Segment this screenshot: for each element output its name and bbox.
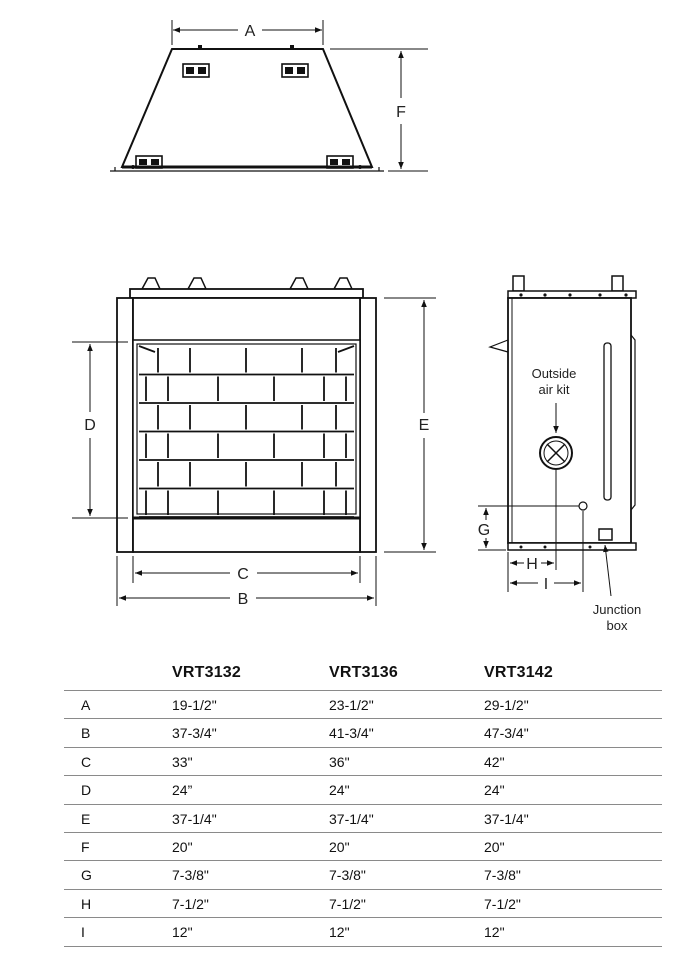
- cell-vrt3136: 23-1/2": [329, 697, 374, 713]
- junction-box-label-2: box: [607, 618, 628, 633]
- dimension-i: I: [510, 511, 584, 593]
- header-cell-vrt3142: VRT3142: [484, 664, 553, 681]
- brick-joint: [138, 345, 156, 353]
- row-dimension-label: D: [81, 782, 92, 799]
- table-row: D 24” 24" 24": [64, 776, 662, 805]
- dim-label-e: E: [419, 417, 430, 434]
- table-row: F 20" 20" 20": [64, 833, 662, 862]
- table-row: H 7-1/2" 7-1/2" 7-1/2": [64, 890, 662, 919]
- cell-vrt3136: 7-1/2": [329, 895, 366, 912]
- row-dimension-label: E: [81, 810, 91, 827]
- cell-vrt3132: 20": [172, 838, 193, 855]
- row-dimension-label: A: [81, 697, 91, 713]
- cell-vrt3142: 7-1/2": [484, 895, 521, 912]
- row-dimension-label: B: [81, 725, 91, 742]
- cell-vrt3132: 12": [172, 924, 193, 941]
- cell-vrt3132: 37-3/4": [172, 725, 217, 742]
- dim-label-h: H: [526, 556, 538, 573]
- table-row: C 33" 36" 42": [64, 748, 662, 777]
- cell-vrt3136: 20": [329, 838, 350, 855]
- dim-label-c: C: [237, 566, 249, 583]
- cell-vrt3136: 41-3/4": [329, 725, 374, 742]
- cell-vrt3142: 37-1/4": [484, 810, 529, 827]
- dimension-a: A: [171, 20, 324, 45]
- cell-vrt3132: 37-1/4": [172, 810, 217, 827]
- junction-box-label-1: Junction: [593, 602, 641, 617]
- row-dimension-label: G: [81, 867, 92, 884]
- front-view: [116, 277, 377, 553]
- cell-vrt3136: 24": [329, 782, 350, 799]
- junction-box-icon: [598, 528, 613, 541]
- cell-vrt3132: 7-1/2": [172, 895, 209, 912]
- cell-vrt3142: 42": [484, 753, 505, 770]
- side-view: [488, 275, 637, 551]
- table-row: A 19-1/2" 23-1/2" 29-1/2": [64, 691, 662, 720]
- dim-label-b: B: [238, 591, 249, 608]
- cell-vrt3142: 29-1/2": [484, 697, 529, 713]
- dimension-c: C: [132, 556, 361, 583]
- cell-vrt3132: 24”: [172, 782, 193, 799]
- brick-pattern: [138, 345, 355, 518]
- cell-vrt3142: 7-3/8": [484, 867, 521, 884]
- dim-label-i: I: [544, 576, 548, 593]
- row-dimension-label: I: [81, 924, 85, 941]
- dimension-e: E: [384, 297, 436, 553]
- header-cell-vrt3132: VRT3132: [172, 664, 241, 681]
- junction-box-leader: [603, 544, 612, 597]
- dim-label-g: G: [478, 522, 490, 539]
- outside-air-kit-label-2: air kit: [538, 382, 569, 397]
- brick-joint: [337, 345, 355, 353]
- specification-table: VRT3132 VRT3136 VRT3142 A 19-1/2" 23-1/2…: [64, 658, 662, 947]
- top-view: [110, 45, 384, 172]
- cell-vrt3136: 37-1/4": [329, 810, 374, 827]
- cell-vrt3136: 36": [329, 753, 350, 770]
- technical-drawing: A F D: [72, 20, 641, 633]
- row-dimension-label: H: [81, 895, 92, 912]
- cell-vrt3132: 19-1/2": [172, 697, 217, 713]
- dim-label-a: A: [245, 23, 256, 40]
- cell-vrt3132: 7-3/8": [172, 867, 209, 884]
- cell-vrt3136: 12": [329, 924, 350, 941]
- cell-vrt3136: 7-3/8": [329, 867, 366, 884]
- table-row: I 12" 12" 12": [64, 918, 662, 947]
- cell-vrt3142: 20": [484, 838, 505, 855]
- dimension-g: G: [478, 505, 579, 551]
- table-row: B 37-3/4" 41-3/4" 47-3/4": [64, 719, 662, 748]
- dimension-h: H: [507, 470, 557, 592]
- cell-vrt3142: 47-3/4": [484, 725, 529, 742]
- dimension-d: D: [72, 341, 128, 519]
- row-dimension-label: F: [81, 838, 90, 855]
- table-header: VRT3132 VRT3136 VRT3142: [64, 658, 662, 691]
- header-cell-vrt3136: VRT3136: [329, 664, 398, 681]
- cell-vrt3142: 24": [484, 782, 505, 799]
- dimension-b: B: [116, 556, 377, 608]
- outside-air-kit-label-1: Outside: [532, 366, 577, 381]
- cell-vrt3132: 33": [172, 753, 193, 770]
- dimension-f: F: [330, 48, 428, 172]
- cell-vrt3142: 12": [484, 924, 505, 941]
- table-row: E 37-1/4" 37-1/4" 37-1/4": [64, 805, 662, 833]
- table-row: G 7-3/8" 7-3/8" 7-3/8": [64, 861, 662, 890]
- row-dimension-label: C: [81, 753, 92, 770]
- dim-label-d: D: [84, 417, 96, 434]
- dim-label-f: F: [396, 104, 406, 121]
